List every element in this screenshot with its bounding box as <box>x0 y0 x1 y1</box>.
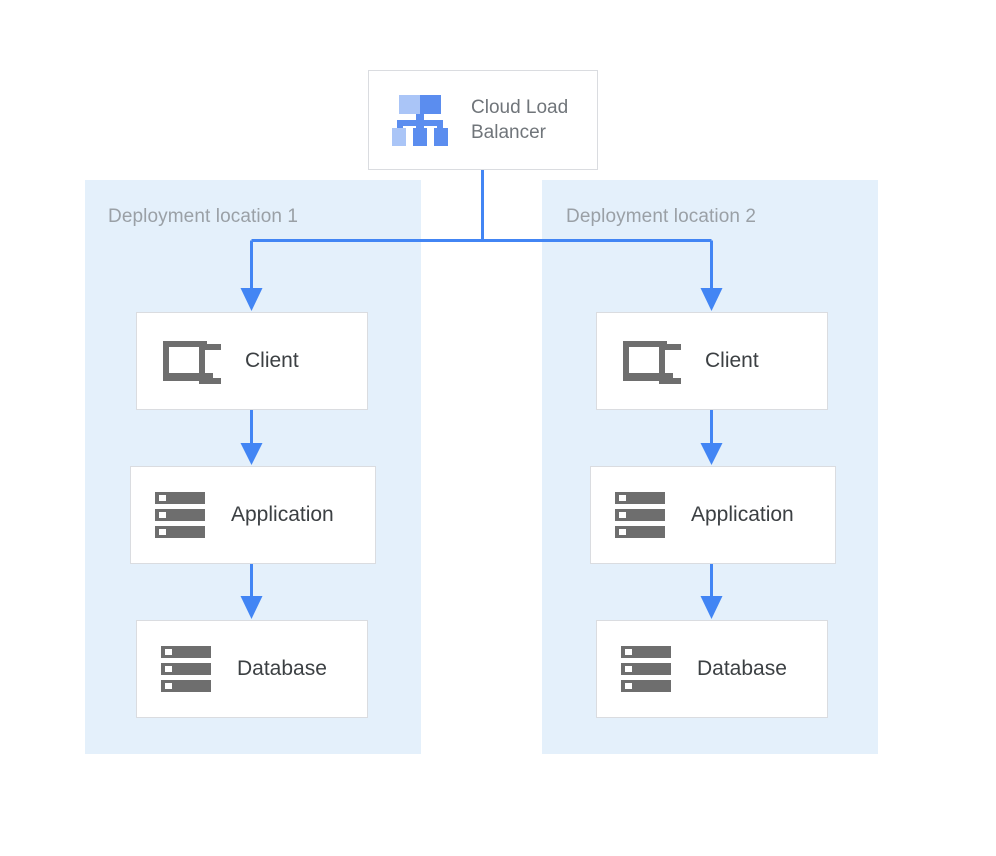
node-database-2[interactable]: Database <box>596 620 828 718</box>
node-cloud-load-balancer[interactable]: Cloud Load Balancer <box>368 70 598 170</box>
node-application-1[interactable]: Application <box>130 466 376 564</box>
load-balancer-icon <box>391 93 449 147</box>
node-label-client-2: Client <box>705 349 759 372</box>
node-client-1[interactable]: Client <box>136 312 368 410</box>
node-label-client-1: Client <box>245 349 299 372</box>
server-icon <box>153 490 207 540</box>
node-application-2[interactable]: Application <box>590 466 836 564</box>
node-label-database-2: Database <box>697 657 787 680</box>
server-icon <box>613 490 667 540</box>
zone-label-2: Deployment location 2 <box>566 206 757 227</box>
zone-label-1: Deployment location 1 <box>108 206 299 227</box>
node-label-application-1: Application <box>231 503 334 526</box>
server-icon <box>619 644 673 694</box>
server-icon <box>159 644 213 694</box>
node-label-database-1: Database <box>237 657 327 680</box>
devices-icon <box>619 337 681 385</box>
node-label-cloud-load-balancer: Cloud Load Balancer <box>471 97 569 143</box>
node-client-2[interactable]: Client <box>596 312 828 410</box>
node-database-1[interactable]: Database <box>136 620 368 718</box>
node-label-application-2: Application <box>691 503 794 526</box>
devices-icon <box>159 337 221 385</box>
